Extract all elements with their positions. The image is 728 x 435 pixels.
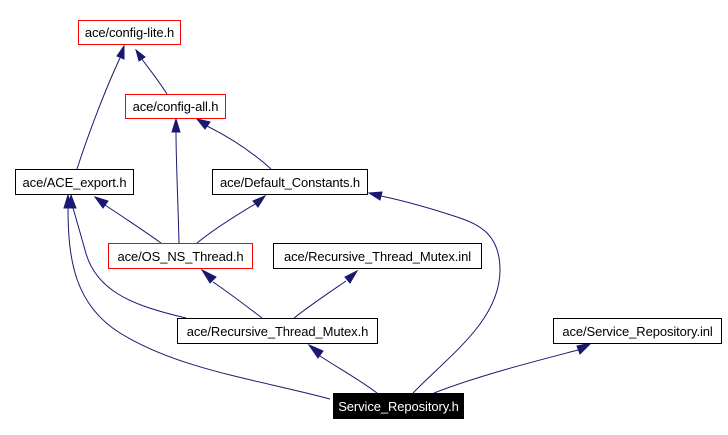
arrowhead (344, 269, 359, 284)
node-label: ace/Recursive_Thread_Mutex.h (186, 323, 369, 339)
arrowhead (307, 343, 324, 359)
arrowhead (200, 268, 217, 284)
node-label: ace/OS_NS_Thread.h (117, 248, 244, 264)
node-config-all[interactable]: ace/config-all.h (125, 94, 226, 119)
node-recursive-thread-mutex-h[interactable]: ace/Recursive_Thread_Mutex.h (177, 318, 378, 344)
arrowhead (63, 193, 73, 209)
node-label: Service_Repository.h (338, 398, 459, 414)
edge-config-all-to-config-lite (140, 57, 168, 95)
arrowhead (252, 194, 267, 208)
edge-service-repository-to-ace-export (67, 207, 331, 400)
node-label: ace/Service_Repository.inl (562, 323, 713, 339)
edge-service-repository-to-default-constants (380, 195, 501, 394)
node-label: ace/config-all.h (132, 99, 219, 114)
arrowhead (576, 342, 593, 355)
arrowhead (367, 191, 383, 201)
edge-ace-export-to-config-lite (76, 57, 121, 170)
edge-os-ns-thread-to-default-constants (196, 203, 256, 244)
node-label: ace/Default_Constants.h (219, 174, 361, 190)
node-service-repository-inl[interactable]: ace/Service_Repository.inl (553, 318, 722, 344)
edge-service-repository-to-service-repository-inl (433, 349, 579, 394)
node-service-repository-h: Service_Repository.h (333, 393, 464, 419)
arrowhead (116, 44, 125, 60)
node-ace-export[interactable]: ace/ACE_export.h (15, 169, 134, 195)
arrowhead (195, 118, 211, 130)
edge-os-ns-thread-to-config-all (175, 131, 180, 244)
edge-rtm-h-to-ace-export (72, 207, 187, 319)
node-config-lite[interactable]: ace/config-lite.h (78, 20, 181, 45)
arrowhead (93, 196, 109, 209)
arrowhead (135, 48, 146, 62)
arrowhead (171, 117, 181, 133)
edge-rtm-h-to-os-ns-thread (212, 281, 263, 319)
node-label: ace/Recursive_Thread_Mutex.inl (283, 248, 472, 264)
edge-rtm-h-to-rtm-inl (293, 280, 347, 319)
edge-service-repository-to-rtm-h (319, 355, 378, 394)
edge-default-constants-to-config-all (206, 125, 272, 170)
node-recursive-thread-mutex-inl[interactable]: ace/Recursive_Thread_Mutex.inl (273, 243, 482, 269)
node-os-ns-thread[interactable]: ace/OS_NS_Thread.h (108, 243, 253, 269)
node-label: ace/ACE_export.h (22, 174, 127, 190)
node-default-constants[interactable]: ace/Default_Constants.h (212, 169, 368, 195)
node-label: ace/config-lite.h (84, 25, 175, 40)
edge-os-ns-thread-to-ace-export (104, 204, 162, 244)
